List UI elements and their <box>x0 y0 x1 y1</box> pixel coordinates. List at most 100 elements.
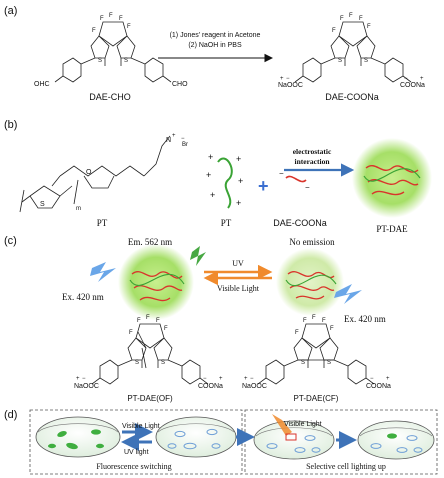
lighting-caption: Selective cell lighting up <box>306 462 386 471</box>
interaction-line-2: interaction <box>295 157 331 166</box>
svg-text:S: S <box>301 360 305 366</box>
pt-label-2: PT <box>221 218 232 228</box>
svg-text:F: F <box>92 28 96 34</box>
svg-text:S: S <box>364 58 368 64</box>
product-label: DAE-COONa <box>325 92 379 102</box>
dae-cartoon: − − <box>279 169 310 192</box>
svg-text:+: + <box>420 76 424 82</box>
svg-text:S: S <box>161 360 165 366</box>
svg-text:F: F <box>312 315 316 321</box>
excitation-left-label: Ex. 420 nm <box>62 292 104 302</box>
svg-text:−: − <box>250 376 254 382</box>
svg-text:F: F <box>109 13 113 19</box>
svg-text:+: + <box>76 376 80 382</box>
pt-dae-label: PT-DAE <box>376 224 408 234</box>
svg-text:F: F <box>156 318 160 324</box>
visible-label: Visible Light <box>217 284 260 293</box>
reactant-label: DAE-CHO <box>89 92 131 102</box>
svg-text:F: F <box>137 318 141 324</box>
dish-irradiation <box>253 414 335 460</box>
switching-caption: Fluorescence switching <box>96 462 171 471</box>
svg-text:F: F <box>127 24 131 30</box>
svg-text:F: F <box>367 24 371 30</box>
svg-text:F: F <box>119 16 123 22</box>
bromide: Br <box>182 142 188 148</box>
svg-text:F: F <box>164 326 168 332</box>
dish-quenched <box>155 416 237 458</box>
svg-text:F: F <box>295 330 299 336</box>
svg-text:+: + <box>236 154 241 164</box>
reaction-step-1: (1) Jones' reagent in Acetone <box>170 32 261 39</box>
svg-text:+: + <box>206 170 211 180</box>
pt-dae-particle <box>352 138 432 218</box>
svg-text:F: F <box>340 16 344 22</box>
svg-text:−: − <box>82 376 86 382</box>
svg-text:−: − <box>286 76 290 82</box>
dish-selective <box>357 420 435 460</box>
svg-text:+: + <box>244 376 248 382</box>
svg-text:+: + <box>208 152 213 162</box>
svg-text:−: − <box>305 183 310 192</box>
coona-group: COONa <box>400 82 425 89</box>
svg-text:S: S <box>98 58 102 64</box>
switching-box <box>29 409 243 475</box>
ether-o: O <box>86 169 92 176</box>
svg-text:F: F <box>349 13 353 19</box>
ohc-group: OHC <box>34 81 50 88</box>
thiophene-s: S <box>40 201 45 208</box>
svg-text:F: F <box>322 318 326 324</box>
uv-label: UV <box>232 259 244 268</box>
pt-cartoon: + + + + + + <box>206 152 243 209</box>
svg-text:S: S <box>124 58 128 64</box>
svg-text:−: − <box>370 376 374 382</box>
visible-light-label-1: Visible Light <box>122 423 160 430</box>
svg-text:+: + <box>172 133 176 139</box>
svg-text:+: + <box>210 190 215 200</box>
svg-text:F: F <box>146 315 150 321</box>
panel-c: (c) Em. 562 nm Ex. 420 nm UV Visible Lig… <box>4 235 391 403</box>
cf-coona: COONa <box>366 383 391 390</box>
emission-label: Em. 562 nm <box>128 237 172 247</box>
dae-coona-label: DAE-COONa <box>273 218 327 228</box>
ammonium-n: N <box>166 137 171 144</box>
svg-text:S: S <box>338 58 342 64</box>
panel-d: (d) Visible Light UV light Fluoresce <box>4 409 438 475</box>
excitation-right-label: Ex. 420 nm <box>344 314 386 324</box>
of-label: PT-DAE(OF) <box>127 394 173 403</box>
no-emission-label: No emission <box>289 237 335 247</box>
pt-label: PT <box>97 218 108 228</box>
svg-text:+: + <box>219 376 223 382</box>
panel-b-label: (b) <box>4 119 17 131</box>
svg-text:+: + <box>386 376 390 382</box>
excitation-right-lightning-icon <box>334 284 362 304</box>
svg-text:+: + <box>236 198 241 208</box>
cf-label: PT-DAE(CF) <box>294 394 339 403</box>
svg-text:F: F <box>303 318 307 324</box>
of-structure: F F F F F S S <box>91 315 209 385</box>
visible-light-label-2: Visible Light <box>284 421 322 428</box>
of-naooc: NaOOC <box>74 383 99 390</box>
svg-text:−: − <box>203 376 207 382</box>
svg-text:F: F <box>330 326 334 332</box>
svg-text:F: F <box>129 330 133 336</box>
svg-text:−: − <box>404 76 408 82</box>
dish-fluorescent <box>35 416 121 458</box>
svg-text:+: + <box>238 176 243 186</box>
cf-particle <box>276 248 344 316</box>
svg-text:S: S <box>135 360 139 366</box>
panel-a: (a) F F F F F S S OHC CHO DAE-CHO (1) Jo… <box>4 5 425 102</box>
pt-structure: O S m N + Br − <box>19 133 188 213</box>
svg-text:+: + <box>280 76 284 82</box>
dae-coona-structure: F F F F F S S <box>294 13 412 83</box>
svg-text:−: − <box>181 136 185 142</box>
emission-lightning-icon <box>190 246 206 266</box>
naooc-group: NaOOC <box>278 82 303 89</box>
of-coona: COONa <box>198 383 223 390</box>
excitation-left-lightning-icon <box>90 262 116 282</box>
repeat-m: m <box>76 206 81 212</box>
panel-b: (b) O S m N + Br − PT + + + + + <box>4 119 432 234</box>
panel-a-label: (a) <box>4 5 17 17</box>
plus-sign: + <box>258 176 269 196</box>
svg-text:F: F <box>332 28 336 34</box>
